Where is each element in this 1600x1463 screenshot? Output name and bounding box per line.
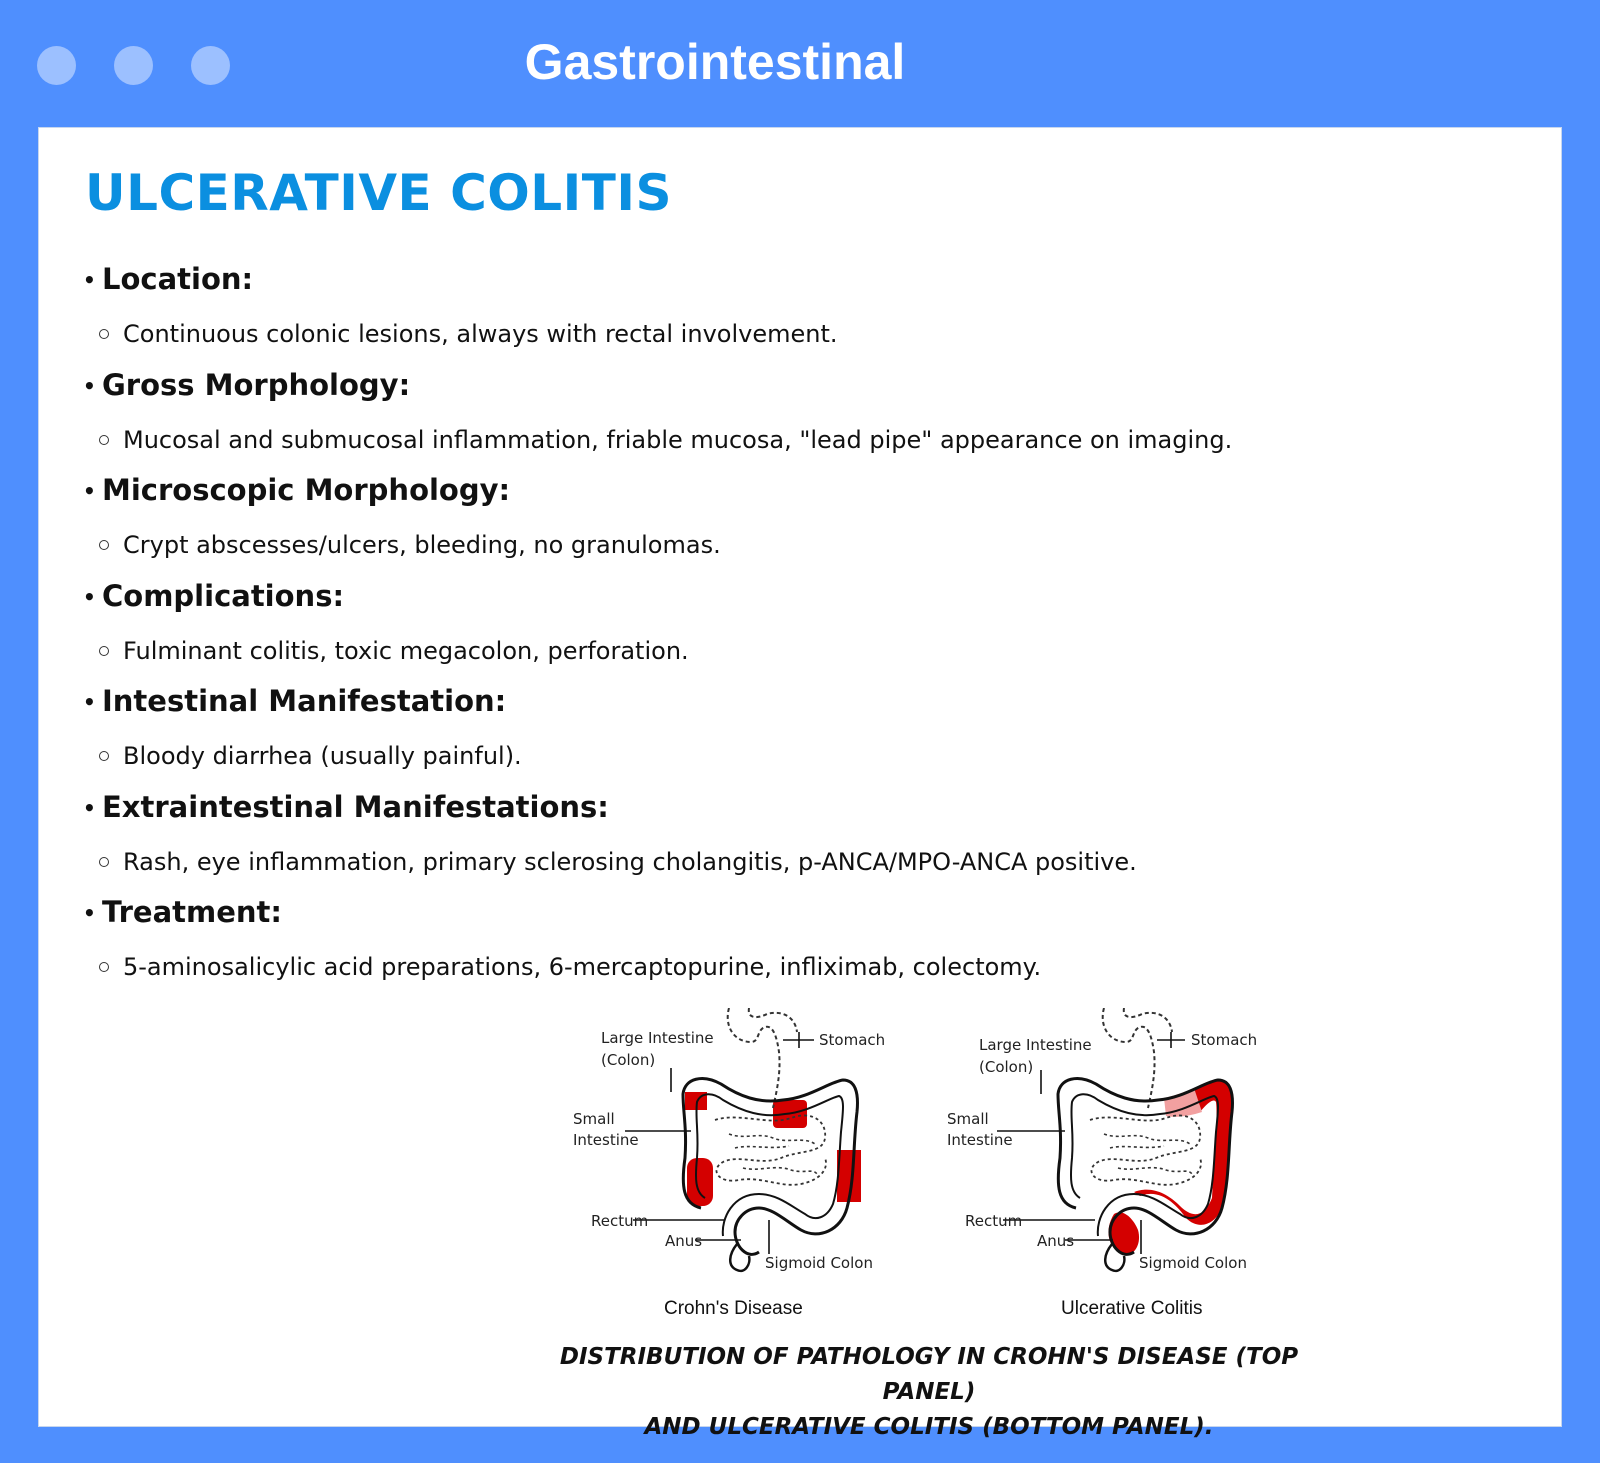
section-text: Continuous colonic lesions, always with … [123, 320, 838, 348]
label-large-intestine: Large Intestine [601, 1029, 714, 1047]
pathology-figure: Large Intestine (Colon) Small Intestine … [529, 1008, 1329, 1440]
label-colon: (Colon) [601, 1051, 656, 1069]
section-complications: •Complications: Fulminant colitis, toxic… [83, 579, 1523, 685]
panel-caption-crohns: Crohn's Disease [664, 1298, 803, 1319]
bullet-icon: • [83, 584, 96, 609]
section-heading: Complications: [102, 578, 345, 613]
section-heading: Extraintestinal Manifestations: [102, 789, 609, 824]
section-text: Fulminant colitis, toxic megacolon, perf… [123, 636, 689, 665]
section-list: •Location: Continuous colonic lesions, a… [83, 262, 1523, 1001]
section-extraintestinal-manifestations: •Extraintestinal Manifestations: Rash, e… [83, 790, 1523, 896]
label-small: Small [573, 1110, 615, 1128]
label-stomach: Stomach [819, 1031, 886, 1049]
label-colon: (Colon) [979, 1058, 1034, 1076]
lesion-mark [1164, 1088, 1202, 1117]
window-close-dot[interactable] [37, 46, 76, 85]
section-gross-morphology: •Gross Morphology: Mucosal and submucosa… [83, 368, 1523, 474]
bullet-icon: • [83, 795, 96, 820]
leader-lines-left [625, 1032, 814, 1254]
section-text: 5-aminosalicylic acid preparations, 6-me… [123, 953, 1042, 981]
circle-bullet-icon [99, 962, 109, 972]
title-bar: Gastrointestinal [0, 0, 1600, 127]
circle-bullet-icon [99, 645, 109, 656]
label-small: Small [947, 1110, 989, 1128]
section-heading: Microscopic Morphology: [102, 473, 511, 507]
bullet-icon: • [83, 901, 96, 925]
crohns-diagram [681, 1008, 861, 1273]
label-rectum: Rectum [591, 1212, 649, 1230]
section-text: Mucosal and submucosal inflammation, fri… [123, 425, 1233, 454]
figure-caption: DISTRIBUTION OF PATHOLOGY IN CROHN'S DIS… [529, 1340, 1329, 1445]
section-text: Rash, eye inflammation, primary sclerosi… [123, 847, 1137, 876]
label-stomach: Stomach [1191, 1031, 1258, 1049]
circle-bullet-icon [99, 434, 109, 445]
section-heading: Intestinal Manifestation: [102, 684, 507, 718]
bullet-icon: • [83, 268, 96, 292]
content-panel: ULCERATIVE COLITIS •Location: Continuous… [38, 127, 1562, 1440]
circle-bullet-icon [99, 329, 109, 339]
bullet-icon: • [83, 373, 96, 398]
lesion-mark [687, 1158, 713, 1206]
intestine-diagram [625, 1008, 1234, 1273]
section-intestinal-manifestation: •Intestinal Manifestation: Bloody diarrh… [83, 684, 1523, 790]
window-maximize-dot[interactable] [191, 46, 230, 85]
section-heading: Gross Morphology: [102, 367, 411, 402]
circle-bullet-icon [99, 540, 109, 550]
label-anus: Anus [1037, 1232, 1075, 1250]
bullet-icon: • [83, 479, 96, 503]
lesion-mark [1108, 1212, 1140, 1255]
label-anus: Anus [665, 1232, 703, 1250]
page-title: ULCERATIVE COLITIS [85, 164, 672, 222]
window-title: Gastrointestinal [524, 34, 906, 90]
uc-diagram [1056, 1008, 1234, 1273]
label-large-intestine: Large Intestine [979, 1036, 1092, 1054]
leader-lines-right [997, 1032, 1185, 1254]
section-heading: Treatment: [102, 895, 282, 929]
section-microscopic-morphology: •Microscopic Morphology: Crypt abscesses… [83, 473, 1523, 579]
circle-bullet-icon [99, 751, 109, 761]
section-text: Bloody diarrhea (usually painful). [123, 742, 522, 770]
circle-bullet-icon [99, 856, 109, 867]
panel-caption-uc: Ulcerative Colitis [1061, 1298, 1203, 1319]
section-heading: Location: [102, 262, 254, 296]
label-intestine: Intestine [947, 1131, 1013, 1149]
bullet-icon: • [83, 690, 96, 714]
section-treatment: •Treatment: 5-aminosalicylic acid prepar… [83, 895, 1523, 1001]
figure-caption-line1: DISTRIBUTION OF PATHOLOGY IN CROHN'S DIS… [559, 1344, 1299, 1405]
label-sigmoid-colon: Sigmoid Colon [765, 1254, 873, 1272]
label-rectum: Rectum [965, 1212, 1023, 1230]
section-text: Crypt abscesses/ulcers, bleeding, no gra… [123, 531, 721, 559]
window-minimize-dot[interactable] [114, 46, 153, 85]
label-intestine: Intestine [573, 1131, 639, 1149]
section-location: •Location: Continuous colonic lesions, a… [83, 262, 1523, 368]
label-sigmoid-colon: Sigmoid Colon [1139, 1254, 1247, 1272]
lesion-mark [1134, 1080, 1233, 1225]
figure-caption-line2: AND ULCERATIVE COLITIS (BOTTOM PANEL). [644, 1414, 1214, 1440]
